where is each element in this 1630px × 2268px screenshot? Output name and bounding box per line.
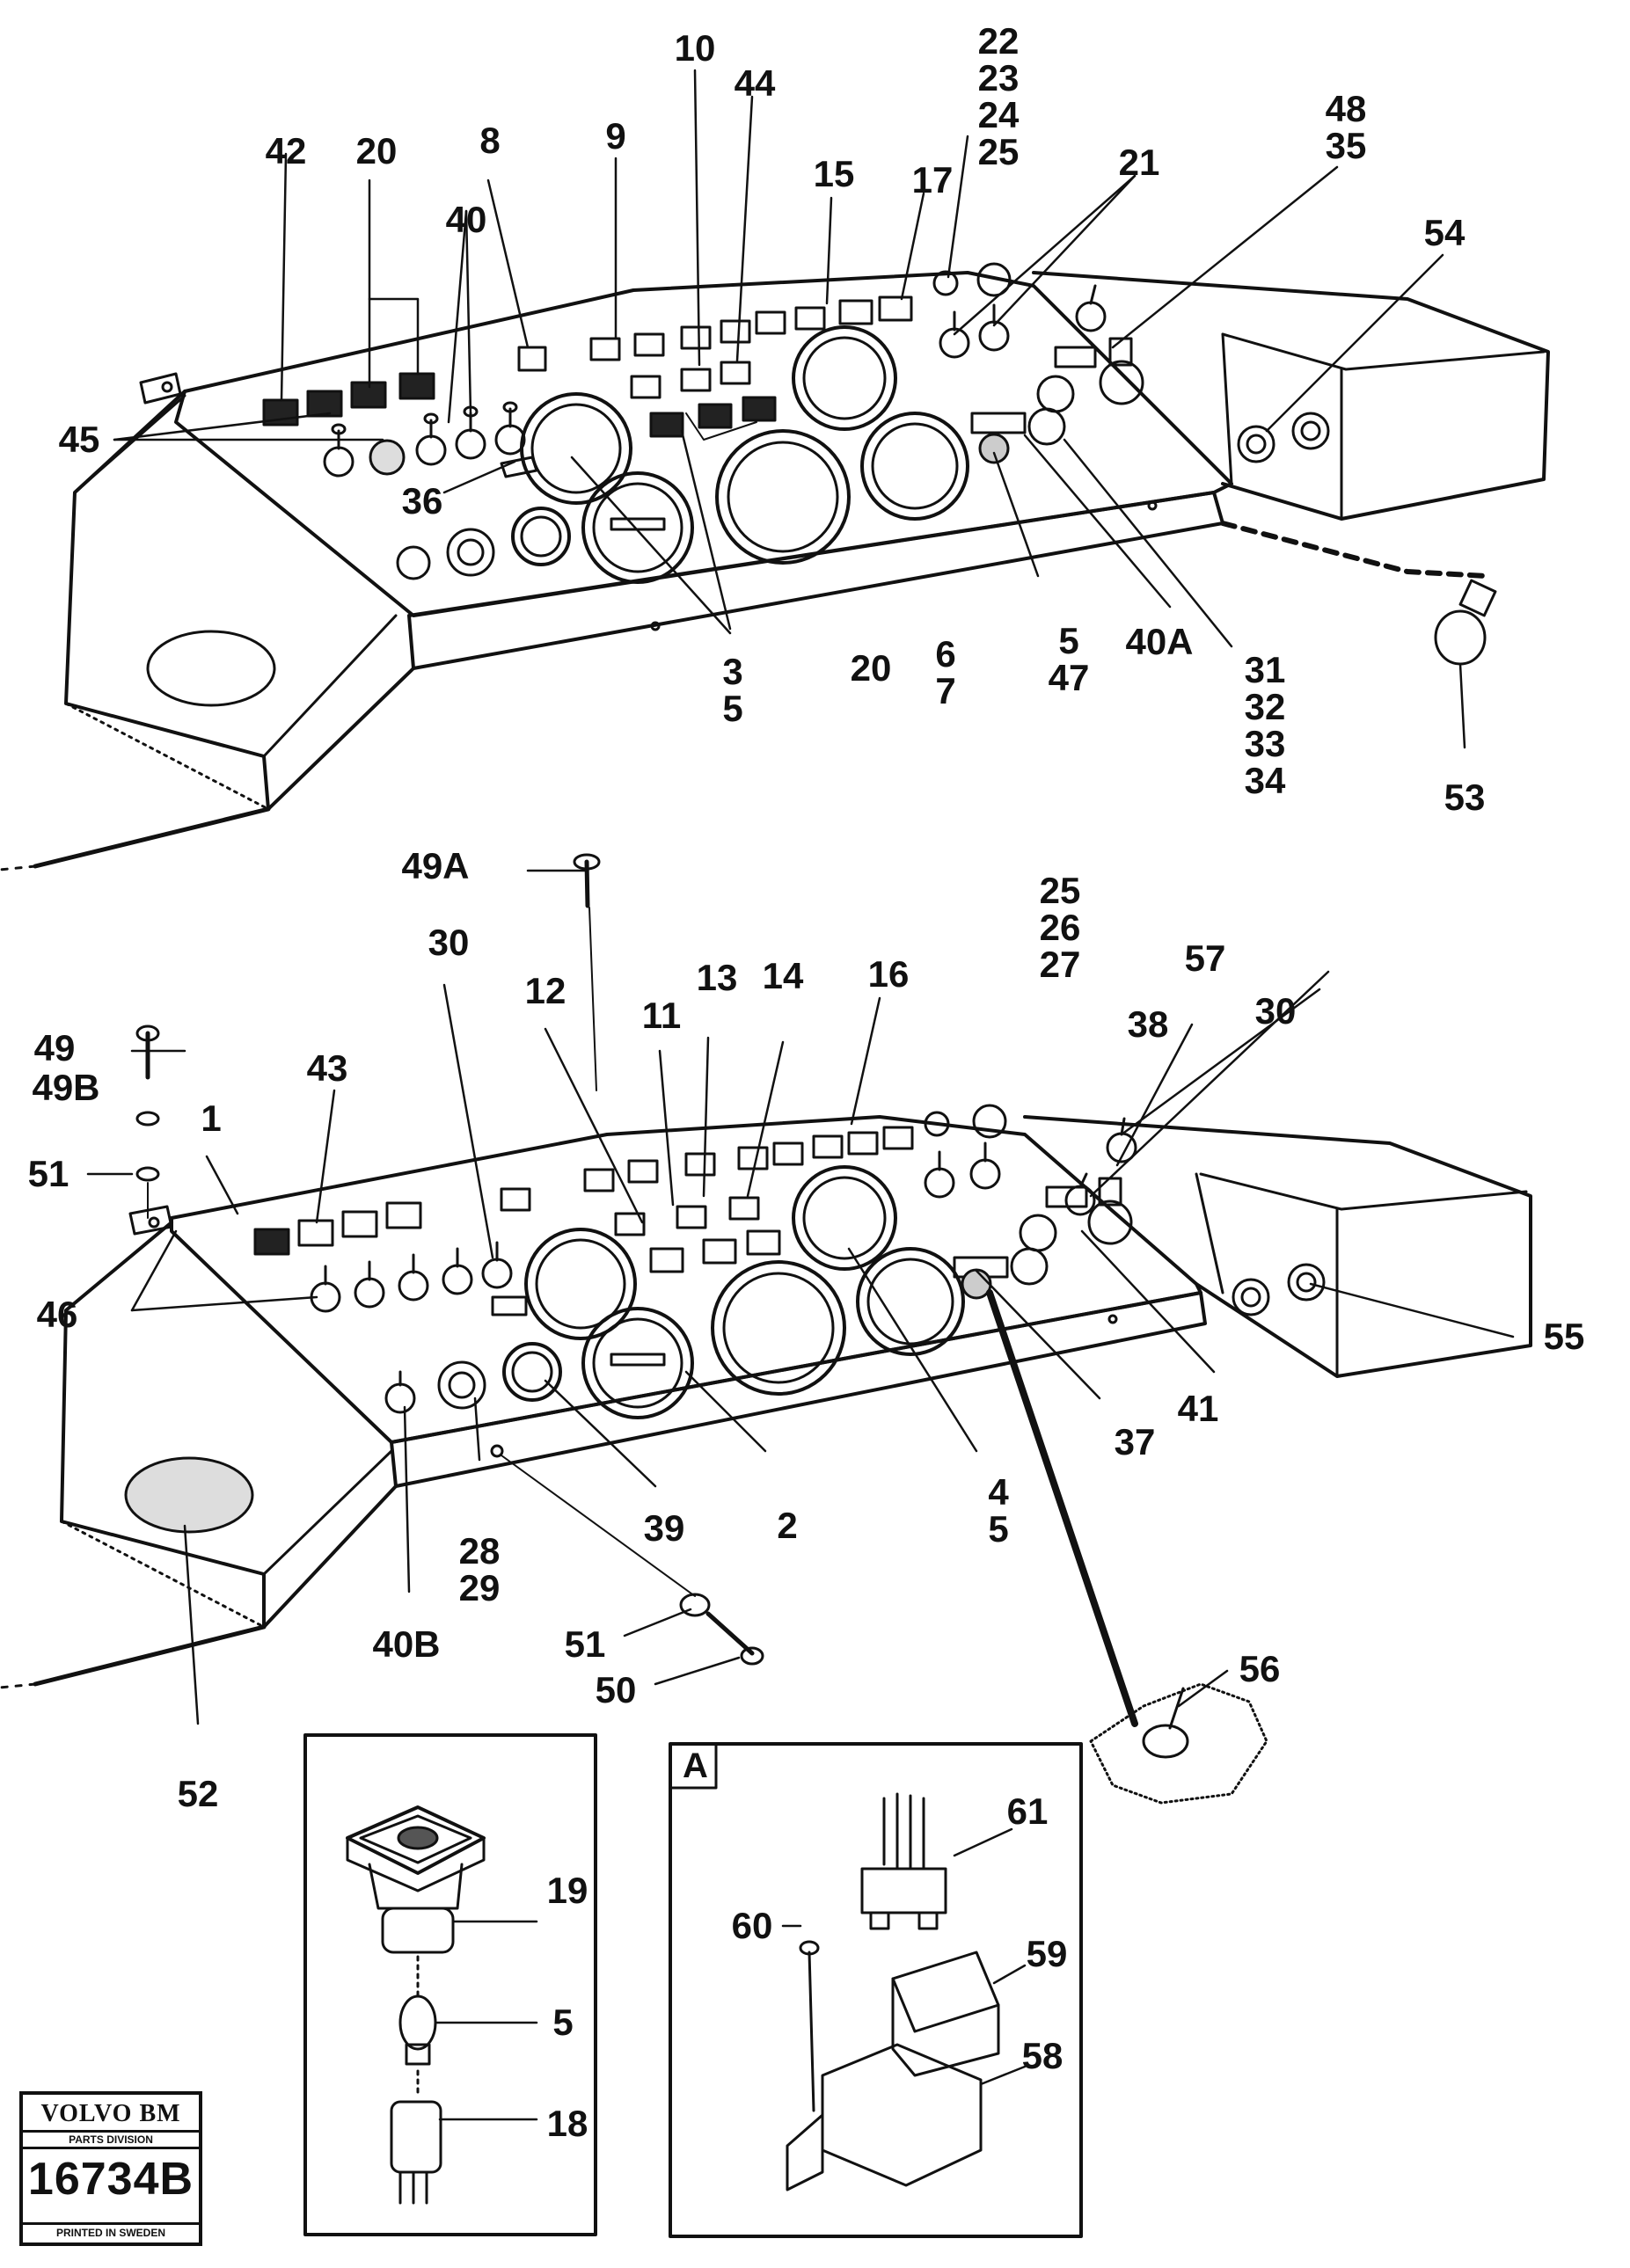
- upper-dashboard-assembly: [0, 262, 1550, 871]
- inset-a-label: A: [683, 1747, 708, 1785]
- callout-40: 40: [445, 199, 487, 240]
- callout-53: 53: [1444, 777, 1486, 818]
- callout-22-23-24-25: 22 23 24 25: [977, 20, 1020, 172]
- callout-49a: 49A: [401, 845, 470, 886]
- callout-49b: 49B: [32, 1067, 100, 1108]
- callout-8: 8: [479, 120, 501, 161]
- callout-40b: 40B: [372, 1623, 441, 1665]
- volvo-bm-parts-logo: VOLVO BM PARTS DIVISION 16734B PRINTED I…: [19, 2091, 202, 2246]
- callout-54: 54: [1423, 212, 1466, 253]
- callout-4-5: 4 5: [988, 1471, 1009, 1550]
- callout-49: 49: [33, 1027, 76, 1068]
- callout-6-7: 6 7: [935, 633, 956, 711]
- callout-45: 45: [58, 419, 100, 460]
- callout-9: 9: [605, 115, 626, 157]
- callout-44: 44: [734, 62, 776, 104]
- callout-30: 30: [428, 922, 470, 963]
- callout-58: 58: [1021, 2035, 1064, 2076]
- callout-60: 60: [731, 1905, 773, 1946]
- callout-25-26-27: 25 26 27: [1039, 870, 1081, 985]
- callout-14: 14: [762, 955, 804, 996]
- callout-18: 18: [546, 2103, 588, 2144]
- logo-brand: VOLVO BM: [40, 2100, 181, 2127]
- callout-55: 55: [1543, 1316, 1585, 1357]
- callout-61: 61: [1006, 1790, 1049, 1832]
- callout-42: 42: [265, 130, 307, 171]
- relay-inset-a: [669, 1742, 1083, 2238]
- callout-3-5: 3 5: [722, 651, 743, 729]
- logo-division: PARTS DIVISION: [23, 2130, 199, 2149]
- callout-10: 10: [674, 27, 716, 69]
- callout-48-35: 48 35: [1325, 88, 1367, 166]
- callout-41: 41: [1177, 1388, 1219, 1429]
- callout-11: 11: [641, 995, 682, 1036]
- callout-5-47: 5 47: [1048, 620, 1090, 698]
- callout-52: 52: [177, 1773, 219, 1814]
- callout-37: 37: [1114, 1421, 1156, 1462]
- callout-19: 19: [546, 1870, 588, 1911]
- callout-20: 20: [355, 130, 398, 171]
- callout-21: 21: [1118, 142, 1160, 183]
- callout-56: 56: [1239, 1648, 1281, 1689]
- upper-leader-lines: [113, 69, 1466, 749]
- logo-printed: PRINTED IN SWEDEN: [23, 2222, 199, 2239]
- callout-20-lower: 20: [850, 647, 892, 689]
- callout-39: 39: [643, 1507, 685, 1549]
- lamp-holder-inset: [303, 1733, 597, 2236]
- callout-5: 5: [552, 2002, 574, 2043]
- callout-16: 16: [867, 953, 910, 995]
- callout-38: 38: [1127, 1003, 1169, 1045]
- callout-17: 17: [911, 159, 954, 201]
- callout-57: 57: [1184, 937, 1226, 979]
- callout-51-lower: 51: [564, 1623, 606, 1665]
- callout-2: 2: [777, 1505, 798, 1546]
- callout-1: 1: [201, 1098, 222, 1139]
- callout-31-32-33-34: 31 32 33 34: [1244, 649, 1286, 801]
- callout-59: 59: [1026, 1933, 1068, 1974]
- callout-13: 13: [696, 957, 738, 998]
- callout-40a: 40A: [1125, 621, 1194, 662]
- callout-28-29: 28 29: [458, 1530, 501, 1608]
- callout-15: 15: [813, 153, 855, 194]
- callout-36: 36: [401, 480, 443, 521]
- lower-leader-lines: [86, 869, 1515, 1725]
- callout-50: 50: [595, 1669, 637, 1710]
- callout-30-right: 30: [1254, 990, 1297, 1032]
- callout-12: 12: [524, 970, 566, 1011]
- callout-51: 51: [27, 1153, 69, 1194]
- logo-drawing-number: 16734B: [27, 2154, 194, 2205]
- callout-43: 43: [306, 1047, 348, 1089]
- callout-46: 46: [36, 1294, 78, 1335]
